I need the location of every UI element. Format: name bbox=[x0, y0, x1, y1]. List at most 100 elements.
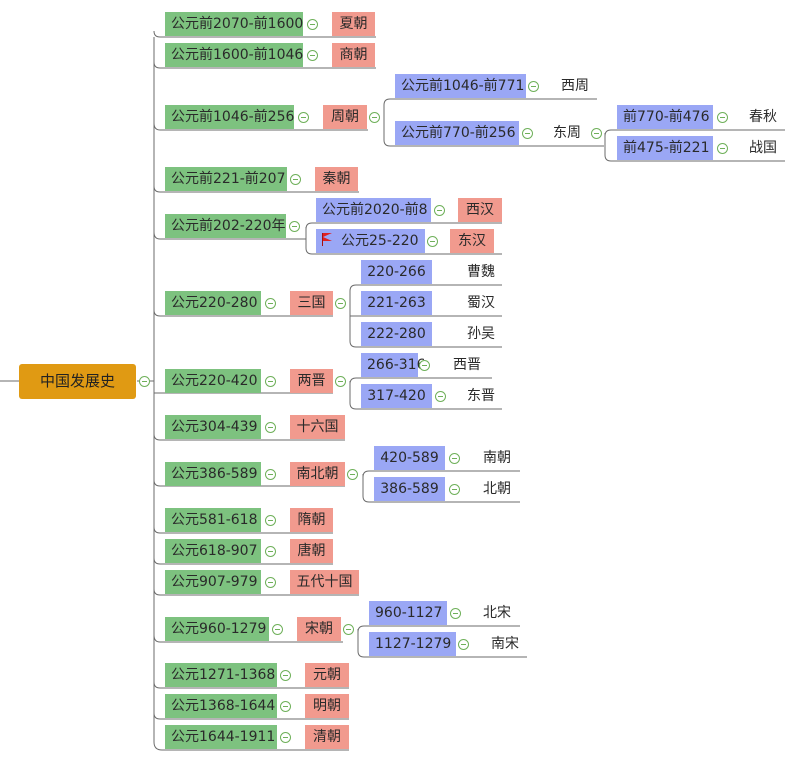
dynasty-topic[interactable]: 两晋 bbox=[290, 369, 333, 393]
collapse-minus-icon[interactable] bbox=[347, 469, 358, 480]
collapse-minus-icon[interactable] bbox=[528, 81, 539, 92]
collapse-minus-icon[interactable] bbox=[591, 128, 602, 139]
period-topic[interactable]: 公元618-907 bbox=[165, 539, 261, 563]
period-topic[interactable]: 公元前221-前207 bbox=[165, 167, 287, 191]
collapse-minus-icon[interactable] bbox=[450, 608, 461, 619]
period-topic[interactable]: 公元220-420 bbox=[165, 369, 261, 393]
dynasty-topic[interactable]: 唐朝 bbox=[290, 539, 333, 563]
collapse-minus-icon[interactable] bbox=[717, 112, 728, 123]
sub-period-topic[interactable]: 317-420 bbox=[361, 384, 432, 408]
dynasty-topic[interactable]: 夏朝 bbox=[332, 12, 375, 36]
dynasty-topic[interactable]: 三国 bbox=[290, 291, 333, 315]
root-label: 中国发展史 bbox=[39, 372, 115, 390]
collapse-minus-icon[interactable] bbox=[522, 128, 533, 139]
sub-period-topic[interactable]: 前475-前221 bbox=[617, 136, 713, 160]
sub-dynasty-topic[interactable]: 南朝 bbox=[483, 450, 511, 466]
collapse-minus-icon[interactable] bbox=[265, 515, 276, 526]
collapse-minus-icon[interactable] bbox=[307, 19, 318, 30]
dynasty-topic[interactable]: 隋朝 bbox=[290, 508, 333, 532]
sub-period-topic[interactable]: 前770-前476 bbox=[617, 105, 713, 129]
collapse-minus-icon[interactable] bbox=[449, 484, 460, 495]
period-topic[interactable]: 公元前202-220年 bbox=[165, 214, 286, 238]
collapse-minus-icon[interactable] bbox=[265, 422, 276, 433]
collapse-minus-icon[interactable] bbox=[343, 624, 354, 635]
collapse-minus-icon[interactable] bbox=[298, 112, 309, 123]
sub-period-topic[interactable]: 220-266 bbox=[361, 260, 432, 284]
dynasty-topic[interactable]: 周朝 bbox=[323, 105, 367, 129]
collapse-minus-icon[interactable] bbox=[419, 360, 430, 371]
sub-dynasty-topic[interactable]: 西汉 bbox=[458, 198, 502, 222]
collapse-minus-icon[interactable] bbox=[717, 143, 728, 154]
period-topic[interactable]: 公元220-280 bbox=[165, 291, 261, 315]
period-topic[interactable]: 公元304-439 bbox=[165, 415, 261, 439]
dynasty-topic[interactable]: 五代十国 bbox=[290, 570, 359, 594]
sub-period-topic[interactable]: 公元前770-前256 bbox=[395, 121, 519, 145]
sub-dynasty-topic[interactable]: 北朝 bbox=[483, 481, 511, 497]
sub-period-topic-flagged[interactable]: 公元25-220 bbox=[316, 229, 425, 253]
collapse-minus-icon[interactable] bbox=[280, 732, 291, 743]
sub-period-topic[interactable]: 公元前1046-前771 bbox=[395, 74, 526, 98]
period-topic[interactable]: 公元前2070-前1600 bbox=[165, 12, 303, 36]
period-topic[interactable]: 公元1271-1368 bbox=[165, 663, 277, 687]
collapse-minus-icon[interactable] bbox=[265, 546, 276, 557]
sub-period-topic[interactable]: 266-316 bbox=[361, 353, 426, 377]
dynasty-topic[interactable]: 明朝 bbox=[305, 694, 349, 718]
collapse-minus-icon[interactable] bbox=[289, 221, 300, 232]
sub-dynasty-topic[interactable]: 战国 bbox=[749, 140, 777, 156]
dynasty-topic[interactable]: 元朝 bbox=[305, 663, 349, 687]
sub-dynasty-topic[interactable]: 蜀汉 bbox=[467, 295, 495, 311]
collapse-minus-icon[interactable] bbox=[290, 174, 301, 185]
collapse-minus-icon[interactable] bbox=[449, 453, 460, 464]
collapse-minus-icon[interactable] bbox=[280, 701, 291, 712]
sub-period-topic[interactable]: 386-589 bbox=[374, 477, 445, 501]
collapse-minus-icon[interactable] bbox=[335, 376, 346, 387]
period-topic[interactable]: 公元前1046-前256 bbox=[165, 105, 294, 129]
dynasty-topic[interactable]: 宋朝 bbox=[297, 617, 341, 641]
sub-period-topic[interactable]: 公元前2020-前8 bbox=[316, 198, 431, 222]
dynasty-topic[interactable]: 商朝 bbox=[332, 43, 375, 67]
sub-period-topic[interactable]: 222-280 bbox=[361, 322, 432, 346]
sub-dynasty-topic[interactable]: 孙吴 bbox=[467, 326, 495, 342]
sub-period-topic[interactable]: 1127-1279 bbox=[369, 632, 456, 656]
sub-dynasty-topic[interactable]: 东汉 bbox=[450, 229, 494, 253]
sub-dynasty-topic[interactable]: 西晋 bbox=[453, 357, 481, 373]
dynasty-topic[interactable]: 清朝 bbox=[305, 725, 349, 749]
collapse-minus-icon[interactable] bbox=[265, 298, 276, 309]
period-topic[interactable]: 公元1368-1644 bbox=[165, 694, 277, 718]
period-topic[interactable]: 公元前1600-前1046 bbox=[165, 43, 303, 67]
dynasty-topic[interactable]: 秦朝 bbox=[315, 167, 358, 191]
sub-dynasty-topic[interactable]: 东周 bbox=[553, 125, 581, 141]
sub-dynasty-topic[interactable]: 东晋 bbox=[467, 388, 495, 404]
sub-period-topic[interactable]: 420-589 bbox=[374, 446, 445, 470]
period-topic[interactable]: 公元386-589 bbox=[165, 462, 261, 486]
collapse-minus-icon[interactable] bbox=[307, 50, 318, 61]
collapse-minus-icon[interactable] bbox=[280, 670, 291, 681]
collapse-minus-icon[interactable] bbox=[369, 112, 380, 123]
collapse-minus-icon[interactable] bbox=[272, 624, 283, 635]
sub-period-topic[interactable]: 960-1127 bbox=[369, 601, 447, 625]
collapse-minus-icon[interactable] bbox=[265, 577, 276, 588]
sub-dynasty-topic[interactable]: 春秋 bbox=[749, 109, 777, 125]
sub-period-topic[interactable]: 221-263 bbox=[361, 291, 432, 315]
collapse-minus-icon[interactable] bbox=[435, 391, 446, 402]
root-topic[interactable]: 中国发展史 bbox=[19, 364, 136, 399]
dynasty-topic[interactable]: 南北朝 bbox=[290, 462, 345, 486]
sub-dynasty-topic[interactable]: 北宋 bbox=[483, 605, 511, 621]
period-topic[interactable]: 公元581-618 bbox=[165, 508, 261, 532]
collapse-minus-icon[interactable] bbox=[139, 376, 150, 387]
collapse-minus-icon[interactable] bbox=[265, 469, 276, 480]
dynasty-topic[interactable]: 十六国 bbox=[290, 415, 345, 439]
period-topic[interactable]: 公元1644-1911 bbox=[165, 725, 277, 749]
collapse-minus-icon[interactable] bbox=[427, 236, 438, 247]
collapse-minus-icon[interactable] bbox=[458, 639, 469, 650]
sub-dynasty-topic[interactable]: 西周 bbox=[561, 78, 589, 94]
period-topic[interactable]: 公元907-979 bbox=[165, 570, 261, 594]
collapse-minus-icon[interactable] bbox=[265, 376, 276, 387]
collapse-minus-icon[interactable] bbox=[335, 298, 346, 309]
sub-dynasty-topic[interactable]: 曹魏 bbox=[467, 264, 495, 280]
sub-period-label: 公元25-220 bbox=[341, 233, 419, 249]
sub-dynasty-topic[interactable]: 南宋 bbox=[491, 636, 519, 652]
period-topic[interactable]: 公元960-1279 bbox=[165, 617, 269, 641]
collapse-minus-icon[interactable] bbox=[434, 205, 445, 216]
